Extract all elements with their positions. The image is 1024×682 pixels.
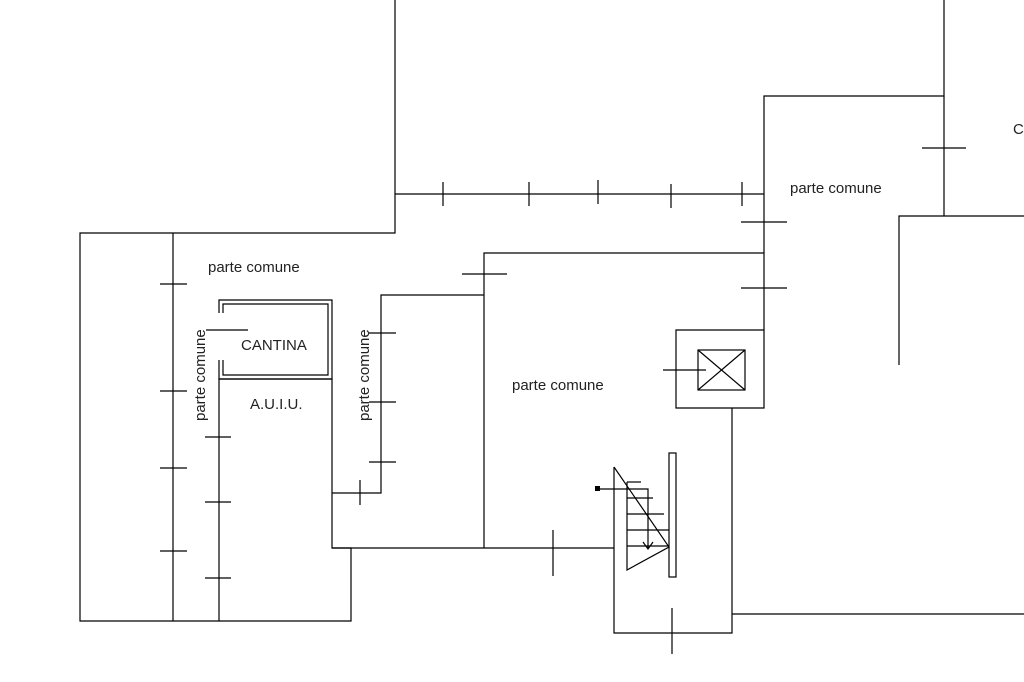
center-room-outline: [483, 252, 765, 548]
cantina-room: [206, 299, 333, 380]
label-parte-comune-vertical-mid: parte comune: [356, 329, 373, 421]
label-parte-comune-top-right: parte comune: [790, 180, 882, 197]
walls: [79, 0, 1024, 634]
lift-shaft-icon: [663, 349, 746, 391]
label-parte-comune-center: parte comune: [512, 377, 604, 394]
label-parte-comune-vertical-left: parte comune: [192, 329, 209, 421]
label-auiu: A.U.I.U.: [250, 396, 303, 413]
far-right-room: [898, 215, 1024, 365]
cantina-wall-outer: [218, 299, 333, 380]
label-parte-comune-left: parte comune: [208, 259, 300, 276]
label-cantina: CANTINA: [241, 337, 307, 354]
middle-corridor: [332, 294, 484, 494]
stair-enclosure: [613, 408, 733, 634]
boundary-ticks: [160, 147, 966, 654]
cantina-wall-inner: [222, 303, 329, 376]
lift-enclosure: [675, 329, 765, 409]
right-block-outline: [763, 0, 945, 253]
staircase-icon: [595, 452, 677, 578]
left-block-outline: [79, 0, 396, 622]
label-edge-c: C: [1013, 121, 1024, 138]
